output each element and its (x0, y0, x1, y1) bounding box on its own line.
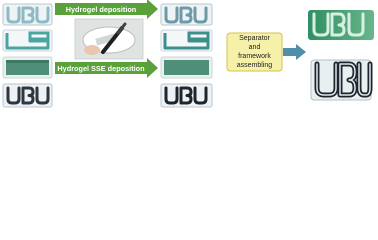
final-arrow (283, 44, 306, 60)
process-box-label: Separator and framework assembling (227, 33, 282, 71)
pattern-tile-4 (2, 83, 53, 108)
pattern-tile-1 (2, 3, 53, 26)
middle-column-patterns (160, 3, 213, 108)
pattern-tile-3 (2, 56, 53, 79)
process-box (226, 32, 283, 72)
process-diagram (2, 0, 374, 108)
bottom-arrow (55, 58, 158, 78)
bottom-arrow-label: Hydrogel SSE deposition (57, 64, 145, 73)
top-arrow (55, 0, 158, 19)
final-assembly (308, 8, 374, 103)
bottom-arrow-label-wrap: Hydrogel SSE deposition (55, 62, 147, 75)
process-box-line-3: framework (238, 53, 271, 60)
top-arrow-label-wrap: Hydrogel deposition (55, 3, 147, 16)
top-arrow-label: Hydrogel deposition (65, 5, 137, 14)
middle-tile-4 (160, 83, 213, 108)
middle-tile-1 (160, 3, 213, 26)
pattern-tile-2 (2, 29, 53, 52)
process-box-line-4: assembling (236, 62, 273, 69)
middle-tile-3 (160, 56, 213, 79)
process-box-line-2: and (248, 44, 261, 51)
left-column-patterns (2, 3, 53, 108)
deposition-photo (74, 18, 144, 60)
middle-tile-2 (160, 29, 213, 52)
process-box-line-1: Separator (239, 35, 270, 42)
